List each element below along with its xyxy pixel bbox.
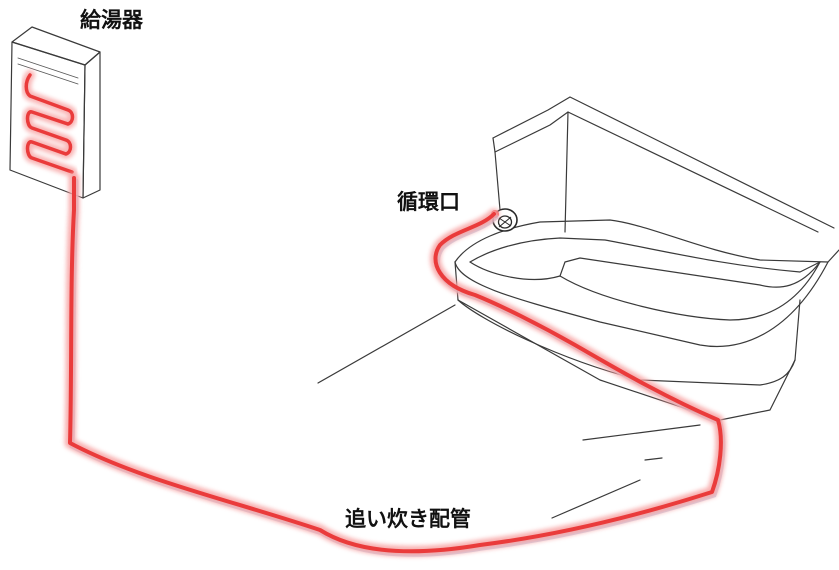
water-heater-icon bbox=[9, 26, 101, 199]
reheat-pipe bbox=[64, 172, 727, 557]
heater-coil bbox=[21, 70, 78, 177]
circulation-port-label: 循環口 bbox=[397, 190, 460, 214]
water-heater-label: 給湯器 bbox=[80, 8, 143, 32]
floor-lines bbox=[317, 304, 701, 519]
bathtub-icon bbox=[454, 96, 839, 421]
reheat-pipe-label: 追い炊き配管 bbox=[345, 507, 471, 531]
